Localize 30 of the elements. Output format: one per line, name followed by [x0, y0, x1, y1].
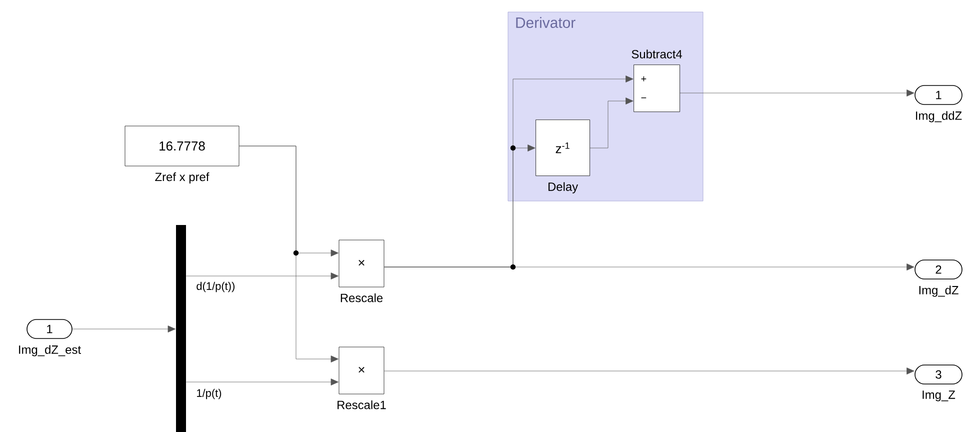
block-label: Img_ddZ — [916, 111, 962, 122]
block-label: Img_Z — [922, 390, 956, 402]
signal-line — [680, 90, 914, 96]
signal-line — [590, 98, 634, 148]
inport: 1 — [26, 319, 72, 339]
constant-block: 16.7778 — [124, 126, 240, 166]
signal-line — [186, 272, 338, 280]
signal-line — [72, 326, 176, 332]
block-label: Zref x pref — [155, 172, 210, 184]
block-label: Rescale1 — [338, 400, 386, 410]
block-label: Subtract4 — [632, 50, 682, 58]
block-label: Img_dZ_est — [19, 345, 81, 356]
outport: 1 — [914, 85, 962, 105]
signal-label: d(1/p(t)) — [196, 282, 234, 292]
signal-line — [384, 144, 536, 268]
signal-line — [239, 146, 338, 362]
sum-block: + − — [634, 64, 680, 112]
product-block: × — [338, 240, 384, 288]
signal-label: 1/p(t) — [197, 388, 222, 400]
group-title: Derivator — [516, 17, 576, 28]
outport: 2 — [914, 260, 962, 280]
outport: 3 — [914, 364, 962, 384]
delay-block: z$^{-1}$ — [536, 120, 590, 176]
demux-bar — [176, 225, 186, 432]
block-label: Img_dZ — [919, 286, 958, 297]
signal-line — [186, 378, 338, 386]
block-label: Delay — [548, 182, 578, 194]
product-block: × — [338, 346, 384, 394]
block-label: Rescale — [340, 293, 383, 302]
signal-line — [384, 368, 914, 374]
